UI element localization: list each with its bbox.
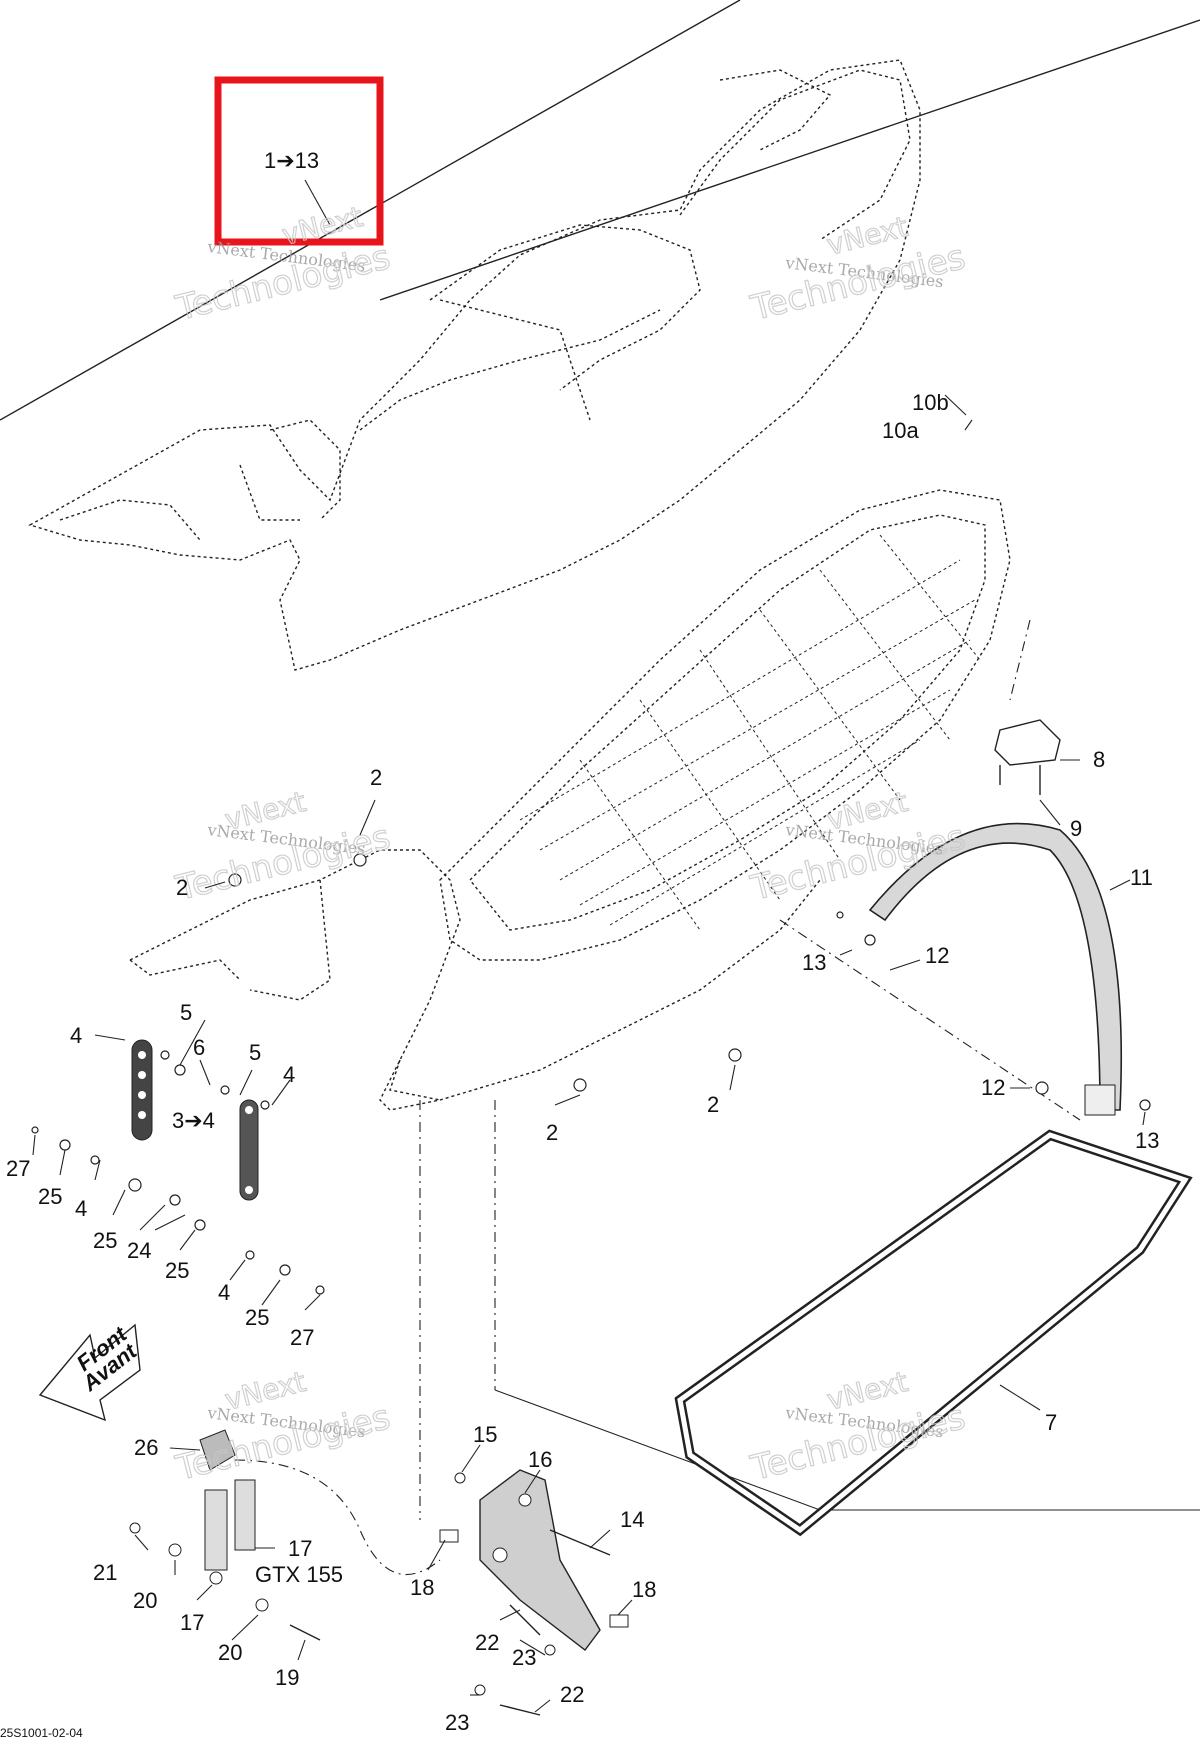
callout-14: 14 (620, 1507, 644, 1532)
callout-17-b: 17 (180, 1610, 204, 1635)
callout-3-to-4: 3➔4 (172, 1108, 215, 1133)
callout-16: 16 (528, 1447, 552, 1472)
callout-22-a: 22 (475, 1630, 499, 1655)
fasteners (31, 853, 1151, 1295)
callout-11: 11 (1130, 865, 1153, 890)
callout-18-a: 18 (410, 1575, 434, 1600)
callout-25-a: 25 (38, 1184, 62, 1209)
callout-2-top: 2 (370, 765, 382, 790)
callout-26: 26 (134, 1435, 158, 1460)
callout-25-b: 25 (93, 1228, 117, 1253)
callout-10b: 10b (912, 390, 949, 415)
callout-4-a: 4 (70, 1023, 82, 1048)
front-direction-arrow: Front Avant (38, 1321, 143, 1422)
callout-2-right: 2 (707, 1092, 719, 1117)
callout-4-c: 4 (75, 1196, 87, 1221)
watermark-top-5: vNext (222, 1365, 309, 1417)
callout-23-a: 23 (512, 1645, 536, 1670)
callout-10a: 10a (882, 418, 919, 443)
callout-4-b: 4 (283, 1062, 295, 1087)
callout-12-b: 12 (981, 1075, 1005, 1100)
watermark-large-5: Technologies (172, 1397, 395, 1489)
callout-7: 7 (1045, 1410, 1057, 1435)
part-11-strap (868, 822, 1123, 1116)
callout-12-a: 12 (925, 943, 949, 968)
callout-25-d: 25 (245, 1305, 269, 1330)
callout-6: 6 (193, 1035, 205, 1060)
callout-17-note: GTX 155 (255, 1562, 343, 1587)
callout-21: 21 (93, 1560, 117, 1585)
callout-24: 24 (127, 1238, 151, 1263)
callout-18-b: 18 (632, 1577, 656, 1602)
highlight-label: 1➔13 (264, 148, 319, 173)
callout-5-b: 5 (249, 1040, 261, 1065)
callout-4-d: 4 (218, 1280, 230, 1305)
callout-23-b: 23 (445, 1710, 469, 1735)
callout-2-center: 2 (546, 1120, 558, 1145)
highlight-box (214, 76, 384, 246)
callout-20-a: 20 (133, 1588, 157, 1613)
callout-22-b: 22 (560, 1682, 584, 1707)
part-7-gasket (674, 1129, 1193, 1537)
callout-13-b: 13 (1135, 1128, 1159, 1153)
callout-leaders (32, 394, 1146, 1713)
callout-8: 8 (1093, 747, 1105, 772)
part-4-link (239, 1099, 259, 1201)
callout-17-a: 17 (288, 1536, 312, 1561)
callout-labels: 2 2 2 2 3➔4 4 4 4 4 5 5 6 7 8 9 10a 10b … (6, 390, 1159, 1735)
part-8-latch (994, 719, 1061, 795)
watermark-top-6: vNext (824, 1365, 911, 1417)
callout-19: 19 (275, 1665, 299, 1690)
callout-15: 15 (473, 1422, 497, 1447)
part-17-shock (129, 1429, 441, 1641)
callout-9: 9 (1070, 816, 1082, 841)
callout-27-b: 27 (290, 1325, 314, 1350)
seat-base-frame (129, 489, 1200, 1520)
figure-code: 25S1001-02-04 (0, 1726, 83, 1740)
callout-27-a: 27 (6, 1156, 30, 1181)
callout-5-a: 5 (180, 1000, 192, 1025)
watermark-group: vNext Technologies Technologies vNext vN… (171, 199, 970, 1489)
part-16-bracket (439, 1469, 629, 1716)
part-3-link (131, 1039, 153, 1141)
seat-illustration (0, 0, 1200, 671)
callout-25-c: 25 (165, 1258, 189, 1283)
callout-2-left: 2 (176, 875, 188, 900)
callout-20-b: 20 (218, 1640, 242, 1665)
callout-13-a: 13 (802, 950, 826, 975)
